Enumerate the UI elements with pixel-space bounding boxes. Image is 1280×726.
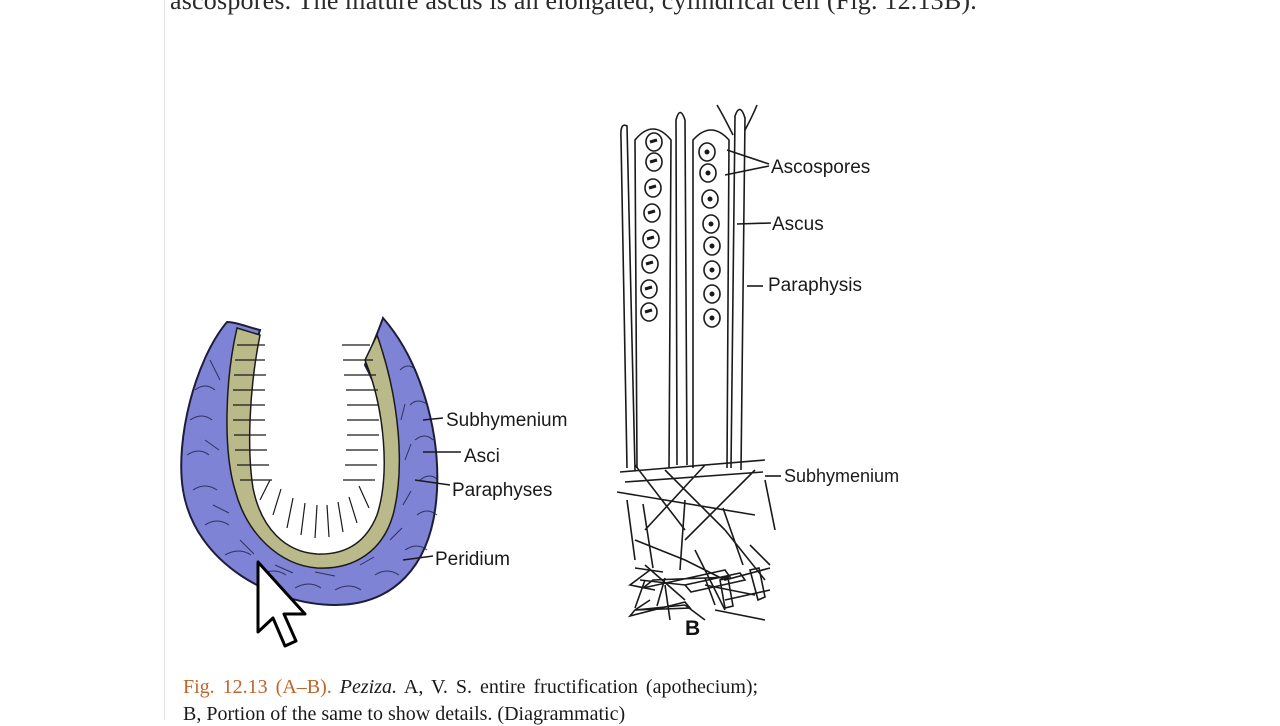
figure-caption: Fig. 12.13 (A–B). Peziza. A, V. S. entir… [183,676,758,699]
label-ascospores: Ascospores [771,157,870,178]
paraphysis-3 [730,108,746,471]
panel-a-apothecium: Subhymenium Asci Paraphyses Peridium [180,316,567,607]
hymenium-layer [226,327,401,569]
figure-12-13: Subhymenium Asci Paraphyses Peridium [165,60,945,660]
caption-genus: Peziza. [339,676,398,698]
ascospores-right [698,142,721,328]
panel-b-detail [616,104,781,621]
label-paraphysis: Paraphysis [768,275,862,296]
figure-drawing: Subhymenium Asci Paraphyses Peridium [180,104,899,640]
ascus-right [692,129,730,469]
content-left-border [164,0,165,720]
hyphae-fragments [627,567,766,618]
label-peridium: Peridium [435,549,510,570]
paraphysis-1 [620,124,636,471]
leader-subhymenium-a [422,417,444,421]
panel-letter-b: B [685,617,700,640]
caption-figure-ref: Fig. 12.13 (A–B). [183,676,332,698]
label-subhymenium-a: Subhymenium [446,410,567,431]
caption-text: A, V. S. entire fructification (apotheci… [403,676,759,698]
leader-paraphyses [414,479,451,486]
leader-ascospores-1 [726,149,770,165]
leader-peridium [402,555,434,561]
leader-ascus [736,222,772,225]
leader-ascospores-2 [724,165,770,176]
ascospores-left [640,132,663,322]
label-ascus: Ascus [772,214,824,235]
ascus-left [634,128,672,469]
paraphysis-2 [675,111,688,466]
arrow-cursor-icon [256,560,307,648]
label-paraphyses: Paraphyses [452,480,552,501]
body-text-line: ascospores. The mature ascus is an elong… [170,0,977,15]
figure-caption-line-2: B, Portion of the same to show details. … [183,703,626,725]
label-asci: Asci [464,446,500,467]
subhymenium-hyphae [616,459,776,621]
label-subhymenium-b: Subhymenium [784,466,899,486]
